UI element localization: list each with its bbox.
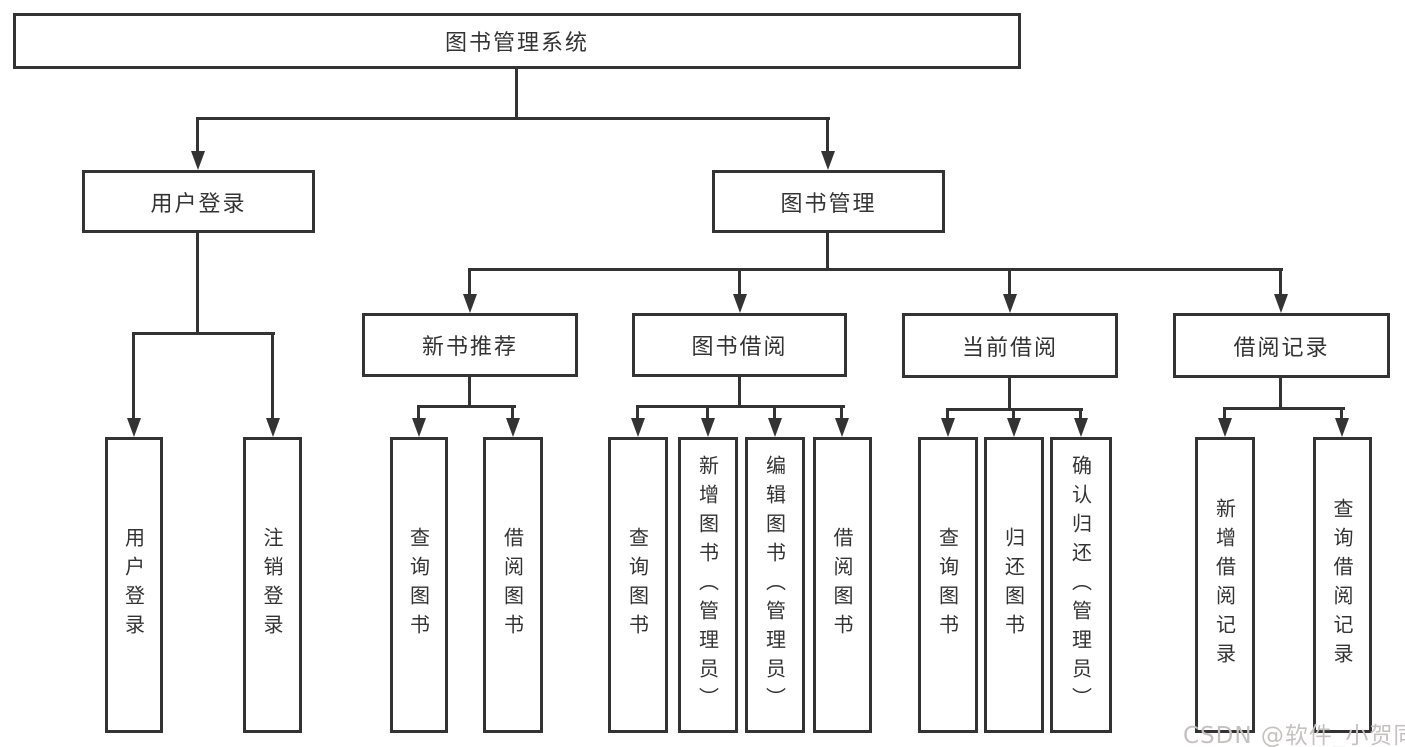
node-borrow-records: 借阅记录 [1173,313,1390,378]
leaf-borrow-query: 查询图书 [608,437,668,733]
connector-line [636,405,845,408]
node-label: 用户登录 [121,527,146,643]
arrow-down-icon [835,418,849,437]
connector-line [271,332,274,419]
node-new-books: 新书推荐 [362,313,578,377]
node-label: 用户登录 [150,191,247,217]
connector-line [946,408,949,420]
arrow-down-icon [412,418,426,437]
connector-line [196,117,199,153]
node-label: 借阅记录 [1233,335,1330,361]
connector-line [1279,268,1282,296]
leaf-current-return: 归还图书 [984,437,1044,733]
connector-line [1279,378,1282,410]
connector-line [417,405,516,408]
connector-line [468,377,471,408]
arrow-down-icon [701,418,715,437]
connector-line [132,332,275,335]
node-label: 借阅图书 [830,527,854,643]
node-root: 图书管理系统 [13,13,1021,69]
connector-line [826,117,829,153]
leaf-logout: 注销登录 [243,437,302,733]
connector-line [1012,408,1015,420]
arrow-down-icon [941,418,955,437]
connector-line [196,117,830,120]
leaf-newbooks-query: 查询图书 [390,437,448,733]
node-label: 新增借阅记录 [1212,498,1237,672]
connector-line [468,268,471,296]
node-label: 查询借阅记录 [1330,498,1354,672]
arrow-down-icon [463,294,477,313]
arrow-down-icon [1003,294,1017,313]
connector-line [706,405,709,420]
node-current-borrow: 当前借阅 [902,313,1118,378]
node-label: 借阅图书 [500,527,525,643]
node-label: 确认归还（管理员） [1068,454,1093,716]
connector-line [1223,407,1345,410]
connector-line [738,268,741,296]
connector-line [840,405,843,420]
node-label: 编辑图书（管理员） [762,454,787,716]
arrow-down-icon [1335,418,1349,437]
arrow-down-icon [127,418,141,437]
arrow-down-icon [1074,418,1088,437]
leaf-user-login: 用户登录 [105,437,163,733]
connector-line [1008,378,1011,411]
connector-line [1340,407,1343,420]
arrow-down-icon [733,294,747,313]
leaf-records-add: 新增借阅记录 [1195,437,1255,733]
leaf-newbooks-borrow: 借阅图书 [483,437,543,733]
node-label: 归还图书 [1001,527,1026,643]
connector-line [826,233,829,271]
node-label: 查询图书 [406,527,431,643]
arrow-down-icon [631,418,645,437]
arrow-down-icon [1274,294,1288,313]
connector-line [636,405,639,420]
node-book-borrow: 图书借阅 [632,313,847,377]
connector-line [511,405,514,420]
arrow-down-icon [1218,418,1232,437]
leaf-borrow-add: 新增图书（管理员） [678,437,738,733]
arrow-down-icon [266,418,280,437]
connector-line [196,233,199,335]
watermark: CSDN @软件_小贺同学 [1183,723,1405,747]
connector-line [1079,408,1082,420]
node-label: 图书管理系统 [444,31,589,56]
node-label: 当前借阅 [961,335,1058,361]
connector-line [417,405,420,420]
leaf-records-query: 查询借阅记录 [1313,437,1372,733]
connector-line [1223,407,1226,420]
node-label: 图书借阅 [691,335,788,360]
arrow-down-icon [191,151,205,170]
leaf-current-query: 查询图书 [918,437,978,733]
node-user-login: 用户登录 [82,170,315,233]
leaf-borrow-edit: 编辑图书（管理员） [745,437,805,733]
leaf-borrow-borrow: 借阅图书 [813,437,872,733]
connector-line [468,268,1283,271]
node-label: 注销登录 [260,527,284,643]
node-book-mgmt: 图书管理 [712,170,945,233]
node-label: 查询图书 [625,527,650,643]
connector-line [1008,268,1011,296]
node-label: 查询图书 [935,527,960,643]
node-label: 图书管理 [780,191,877,217]
leaf-current-confirm: 确认归还（管理员） [1050,437,1112,733]
connector-line [132,332,135,419]
connector-line [738,377,741,408]
node-label: 新书推荐 [421,335,518,360]
arrow-down-icon [506,418,520,437]
node-label: 新增图书（管理员） [695,454,720,716]
arrow-down-icon [821,151,835,170]
arrow-down-icon [1007,418,1021,437]
connector-line [773,405,776,420]
arrow-down-icon [768,418,782,437]
connector-line [515,69,518,120]
